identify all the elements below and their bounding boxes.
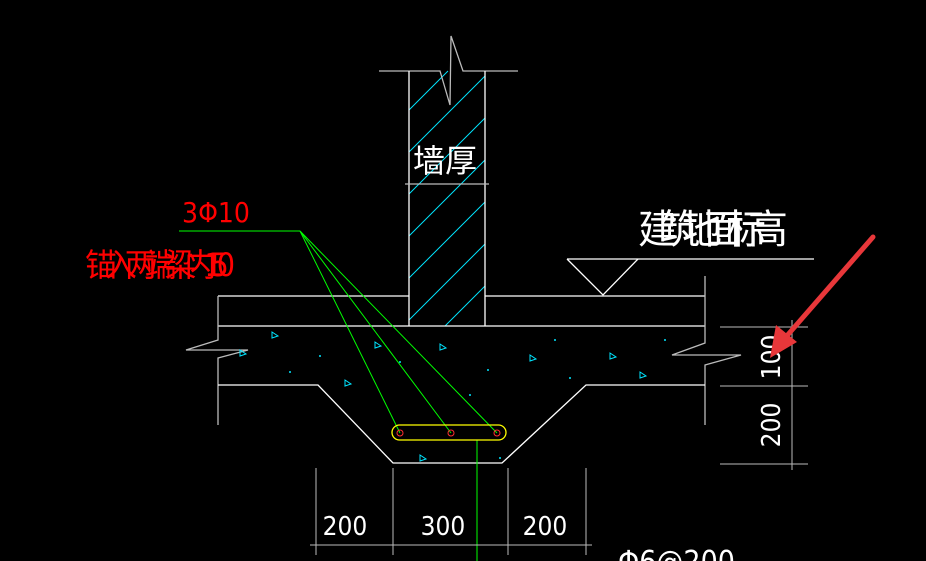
aggregate-mark — [344, 379, 353, 387]
aggregate-mark — [319, 355, 321, 357]
dim-mid-300: 300 — [421, 512, 466, 542]
wall-thickness-label: 墙厚 — [413, 142, 477, 180]
aggregate-mark — [419, 454, 428, 462]
aggregate-mark — [239, 349, 248, 357]
aggregate-mark — [374, 341, 383, 349]
wall-outline — [379, 35, 518, 326]
aggregate-mark — [399, 361, 401, 363]
aggregate-mark — [439, 343, 448, 351]
aggregate-mark — [609, 352, 618, 360]
rebar-leader-lines — [179, 230, 498, 561]
aggregate-mark — [664, 339, 666, 341]
aggregate-mark — [569, 377, 571, 379]
floor-elevation-label: 建筑地面标高 — [638, 207, 788, 253]
hatch-line — [408, 117, 486, 195]
aggregate-mark — [554, 339, 556, 341]
aggregate-mark — [487, 369, 489, 371]
aggregate-mark — [499, 457, 501, 459]
aggregate-mark — [529, 354, 538, 362]
hatch-line — [408, 159, 486, 237]
aggregate-mark — [469, 394, 471, 396]
wall-hatching — [408, 70, 486, 327]
aggregate-mark — [639, 371, 648, 379]
red-arrow-icon — [770, 234, 876, 358]
anchorage-note: 锚入两端梁内150 — [85, 246, 235, 284]
floor-and-footing-outline — [185, 258, 814, 464]
dim-right-200: 200 — [523, 512, 568, 542]
dimension-lines — [310, 320, 808, 555]
rebar-group — [391, 424, 507, 441]
dim-footing-200: 200 — [757, 403, 787, 448]
dim-left-200: 200 — [323, 512, 368, 542]
aggregate-mark — [271, 331, 280, 339]
hatch-line — [408, 201, 486, 279]
rebar-spec-label: 3Φ10 — [182, 196, 250, 229]
stirrup-spec-label: Φ6@200 — [618, 545, 735, 561]
concrete-aggregate-marks — [239, 331, 666, 462]
aggregate-mark — [289, 371, 291, 373]
hatch-line — [408, 75, 486, 153]
hatch-line — [408, 243, 486, 321]
hatch-line — [444, 285, 486, 327]
